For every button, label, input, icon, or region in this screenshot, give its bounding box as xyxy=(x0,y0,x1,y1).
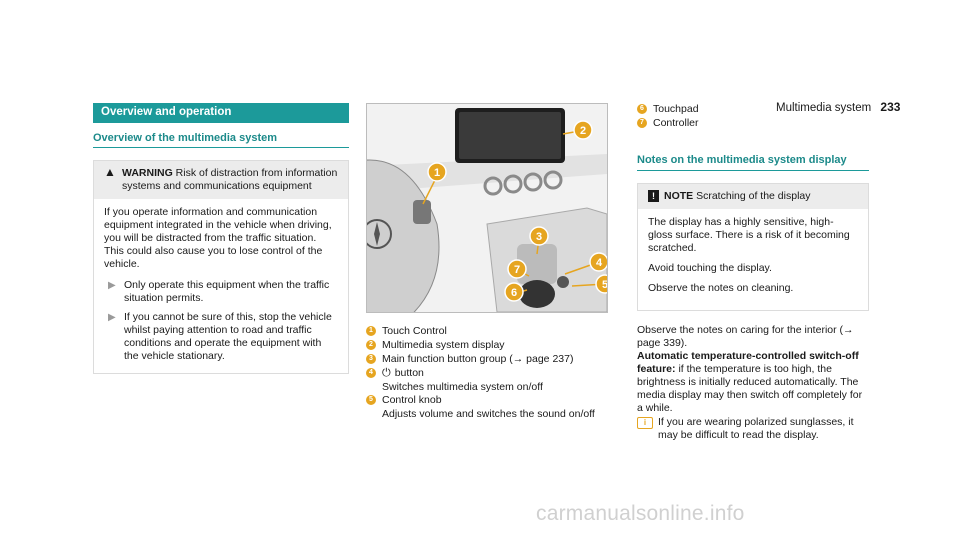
note-body: The display has a highly sensitive, high… xyxy=(648,216,850,294)
sub-heading-display-notes: Notes on the multimedia system display xyxy=(637,154,869,171)
callout-6: 6 xyxy=(504,282,524,302)
warning-word: WARNING xyxy=(122,167,173,179)
note-head: ! NOTE Scratching of the display xyxy=(638,184,868,209)
info-icon: i xyxy=(637,417,653,429)
cockpit-figure: 1 2 3 4 5 6 7 xyxy=(366,103,608,313)
legend-item: 1 Touch Control xyxy=(366,325,606,338)
callout-5: 5 xyxy=(595,274,607,294)
header-section: Multimedia system xyxy=(776,102,872,114)
number-badge: 3 xyxy=(366,354,376,364)
warning-body-text: If you operate information and communica… xyxy=(104,206,332,270)
callout-3: 3 xyxy=(529,226,549,246)
paragraph-auto-switch-off: Automatic temperature-controlled switch-… xyxy=(637,350,863,414)
warning-body: If you operate information and communica… xyxy=(94,199,348,373)
number-badge: 6 xyxy=(637,104,647,114)
exclamation-icon: ! xyxy=(648,190,659,202)
bullet-arrow-icon: ▶ xyxy=(108,312,116,323)
page-number: 233 xyxy=(880,100,901,114)
svg-text:7: 7 xyxy=(514,264,520,276)
callout-4: 4 xyxy=(589,252,607,272)
figure-legend: 1 Touch Control 2 Multimedia system disp… xyxy=(366,325,606,421)
watermark: carmanualsonline.info xyxy=(536,502,745,525)
callout-7: 7 xyxy=(507,259,527,279)
svg-text:4: 4 xyxy=(596,257,603,269)
tip-item: i If you are wearing polarized sunglasse… xyxy=(637,416,869,442)
svg-text:2: 2 xyxy=(580,125,586,137)
callout-2: 2 xyxy=(573,120,593,140)
number-badge: 4 xyxy=(366,368,376,378)
section-title: Overview and operation xyxy=(93,103,349,123)
warning-box: ▲ WARNING Risk of distraction from infor… xyxy=(93,160,349,374)
legend-item: 5 Control knob xyxy=(366,394,606,407)
legend-item: 7 Controller xyxy=(637,117,869,130)
bullet-arrow-icon: ▶ xyxy=(108,280,116,291)
legend-item: 3 Main function button group (→ page 237… xyxy=(366,353,606,366)
cockpit-illustration: 1 2 3 4 5 6 7 xyxy=(367,104,607,312)
svg-text:6: 6 xyxy=(511,287,517,299)
note-box: ! NOTE Scratching of the display The dis… xyxy=(637,183,869,311)
note-head-text: Scratching of the display xyxy=(696,190,811,202)
warning-head-text: Risk of distraction from information sys… xyxy=(122,167,338,192)
warning-bullet: ▶ Only operate this equipment when the t… xyxy=(108,279,330,304)
number-badge: 7 xyxy=(637,118,647,128)
number-badge: 2 xyxy=(366,340,376,350)
legend-subtext: Adjusts volume and switches the sound on… xyxy=(382,408,595,420)
running-header: Multimedia system 233 xyxy=(776,100,900,114)
number-badge: 1 xyxy=(366,326,376,336)
column-middle: 1 2 3 4 5 6 7 1 Touch Control 2 Multimed… xyxy=(366,103,608,421)
paragraph-care: Observe the notes on caring for the inte… xyxy=(637,324,854,349)
column-right: 6 Touchpad 7 Controller Notes on the mul… xyxy=(637,103,869,442)
legend-item: 4 ⏻button xyxy=(366,367,606,380)
note-word: NOTE xyxy=(664,190,694,202)
warning-triangle-icon: ▲ xyxy=(104,165,116,179)
column-left: Overview and operation Overview of the m… xyxy=(93,103,349,374)
warning-bullet: ▶ If you cannot be sure of this, stop th… xyxy=(108,311,332,362)
number-badge: 5 xyxy=(366,395,376,405)
legend-item: 2 Multimedia system display xyxy=(366,339,606,352)
sub-heading-overview: Overview of the multimedia system xyxy=(93,132,349,148)
legend-item: 6 Touchpad xyxy=(637,103,869,116)
svg-text:1: 1 xyxy=(434,167,440,179)
svg-text:5: 5 xyxy=(602,279,607,291)
legend-subtext: Switches multimedia system on/off xyxy=(382,381,543,393)
svg-text:3: 3 xyxy=(536,231,542,243)
warning-head: ▲ WARNING Risk of distraction from infor… xyxy=(94,161,348,199)
callout-1: 1 xyxy=(427,162,447,182)
power-icon: ⏻ xyxy=(382,367,391,379)
